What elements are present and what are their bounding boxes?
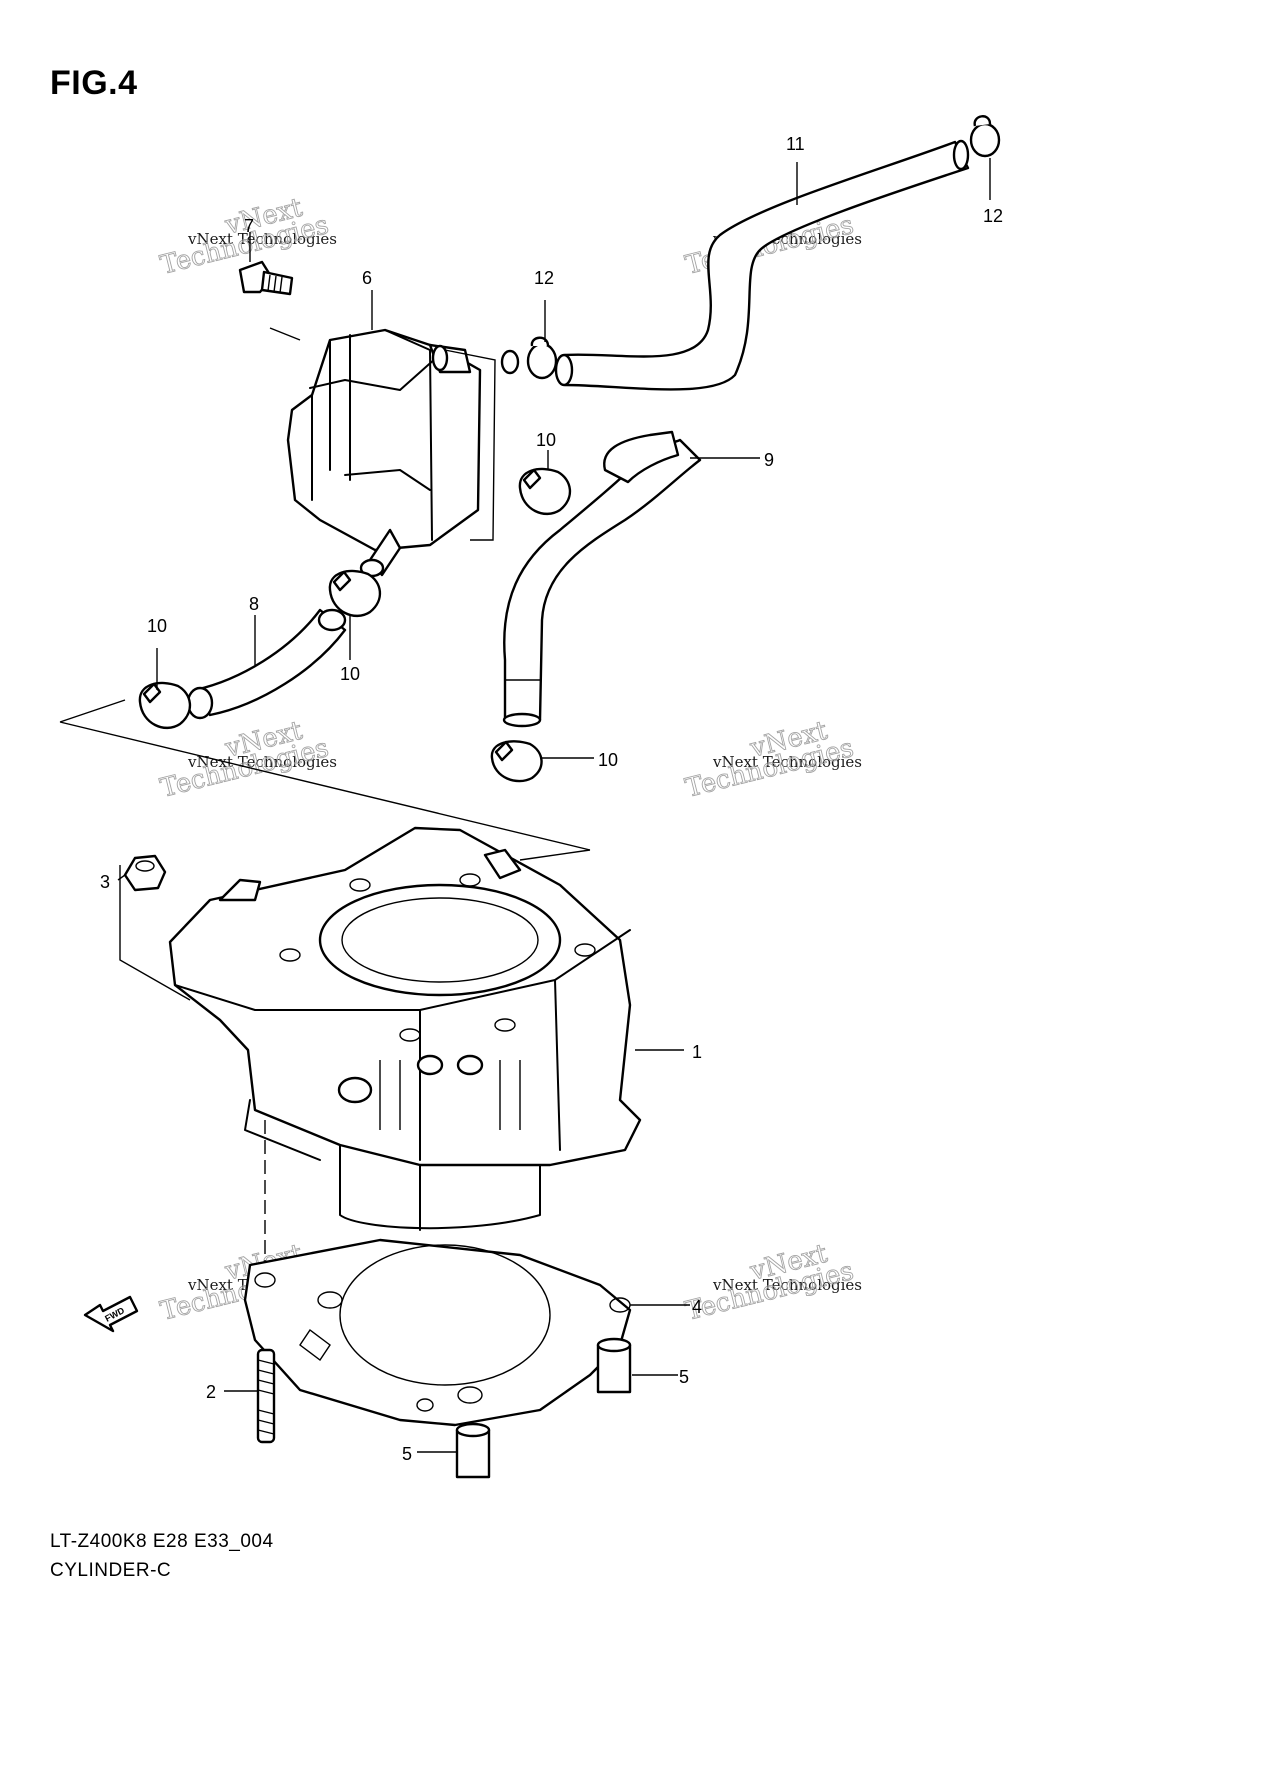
watermark-text: vNext Technologies xyxy=(187,753,337,771)
cylinder-gasket xyxy=(243,1238,632,1427)
figure-title: FIG.4 xyxy=(50,64,138,102)
callout-11: 11 xyxy=(786,134,805,154)
callout-12-left: 12 xyxy=(534,268,554,288)
callout-10-lower: 10 xyxy=(598,750,618,770)
reference-lines xyxy=(59,349,591,1290)
nut xyxy=(123,854,167,892)
callout-10-middle: 10 xyxy=(340,664,360,684)
callout-10-upper: 10 xyxy=(536,430,556,450)
hose-8 xyxy=(186,608,347,720)
callout-3: 3 xyxy=(100,872,110,892)
callout-labels: 1 2 3 4 5 5 6 7 8 9 10 10 10 10 11 12 12 xyxy=(100,134,1003,1464)
leader-lines xyxy=(117,158,991,1453)
callout-9: 9 xyxy=(764,450,774,470)
callout-5-right: 5 xyxy=(679,1367,689,1387)
small-ring xyxy=(500,349,520,375)
callout-8: 8 xyxy=(249,594,259,614)
callout-4: 4 xyxy=(692,1297,702,1317)
callout-5-lower: 5 xyxy=(402,1444,412,1464)
watermark-text: vNext Technologies xyxy=(712,1276,862,1294)
clamp-10-left xyxy=(138,681,192,729)
watermark-text: vNext Technologies xyxy=(712,753,862,771)
callout-1: 1 xyxy=(692,1042,702,1062)
callout-6: 6 xyxy=(362,268,372,288)
callout-7: 7 xyxy=(244,216,254,236)
clamp-10-lower xyxy=(490,740,543,783)
clamp-12-left xyxy=(526,336,558,380)
forward-arrow-icon: FWD xyxy=(83,1295,139,1333)
hose-11 xyxy=(554,139,970,391)
callout-2: 2 xyxy=(206,1382,216,1402)
clamp-12-top-right xyxy=(969,115,1001,158)
figure-name: CYLINDER-C xyxy=(50,1560,172,1581)
clamp-10-upper xyxy=(518,467,572,515)
dowel-pin-right xyxy=(596,1337,632,1394)
callout-12-right: 12 xyxy=(983,206,1003,226)
dowel-pin-lower xyxy=(455,1422,491,1479)
hose-9 xyxy=(502,430,702,728)
watermark-text: vNext Technologies xyxy=(187,230,337,248)
callout-10-left: 10 xyxy=(147,616,167,636)
stud xyxy=(256,1348,276,1444)
clamp-10-middle xyxy=(328,569,382,617)
bolt xyxy=(238,260,294,296)
breather-box xyxy=(286,328,482,578)
model-code: LT-Z400K8 E28 E33_004 xyxy=(50,1531,274,1552)
cylinder xyxy=(168,826,642,1231)
